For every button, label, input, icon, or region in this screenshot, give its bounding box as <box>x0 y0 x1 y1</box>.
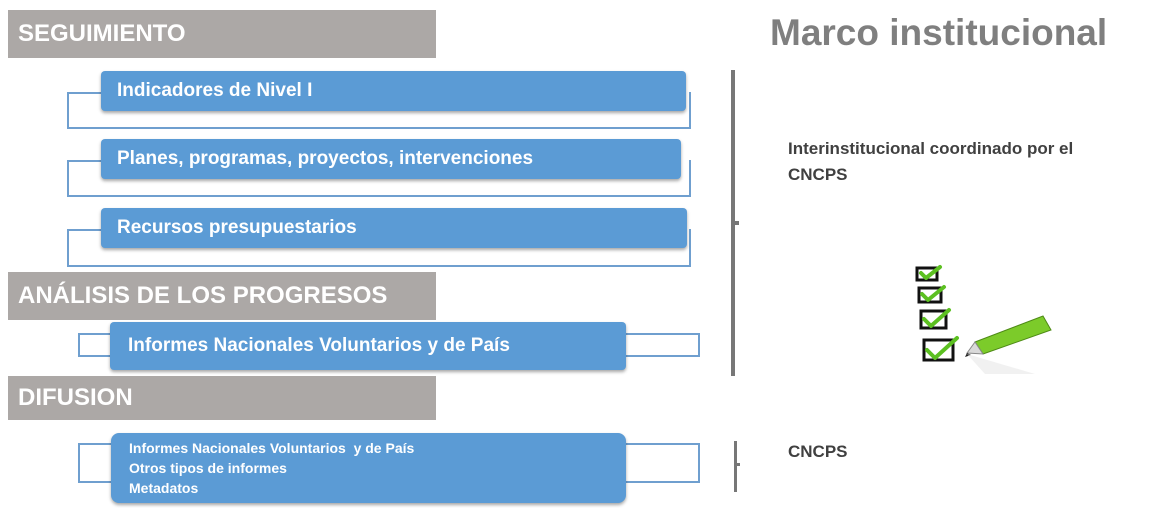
item-indicadores: Indicadores de Nivel I <box>101 71 686 111</box>
difusion-item-informes: Informes Nacionales Voluntarios y de Paí… <box>129 440 415 456</box>
item-informes: Informes Nacionales Voluntarios y de Paí… <box>110 322 626 370</box>
separator-tick-bottom <box>734 463 740 466</box>
item-frame-3 <box>67 229 691 267</box>
institutional-line-2: CNCPS <box>788 165 848 184</box>
separator-line-bottom <box>734 441 737 492</box>
institutional-line-1: Interinstitucional coordinado por el <box>788 139 1074 158</box>
item-planes: Planes, programas, proyectos, intervenci… <box>101 139 681 179</box>
difusion-item-otros: Otros tipos de informes <box>129 460 287 476</box>
page-title: Marco institucional <box>770 12 1108 53</box>
section-header-analisis: ANÁLISIS DE LOS PROGRESOS <box>8 272 436 320</box>
section-header-seguimiento: SEGUIMIENTO <box>8 10 436 58</box>
item-difusion-list: Informes Nacionales Voluntarios y de Paí… <box>111 433 626 503</box>
difusion-owner: CNCPS <box>788 442 848 461</box>
item-frame-1 <box>67 92 691 129</box>
item-recursos: Recursos presupuestarios <box>101 208 687 248</box>
section-header-difusion: DIFUSION <box>8 376 436 420</box>
item-frame-2 <box>67 160 691 197</box>
separator-tick-top <box>733 221 739 225</box>
difusion-item-metadatos: Metadatos <box>129 480 199 496</box>
checklist-pen-icon <box>905 262 1055 374</box>
institutional-text: Interinstitucional coordinado por el CNC… <box>788 136 1073 188</box>
